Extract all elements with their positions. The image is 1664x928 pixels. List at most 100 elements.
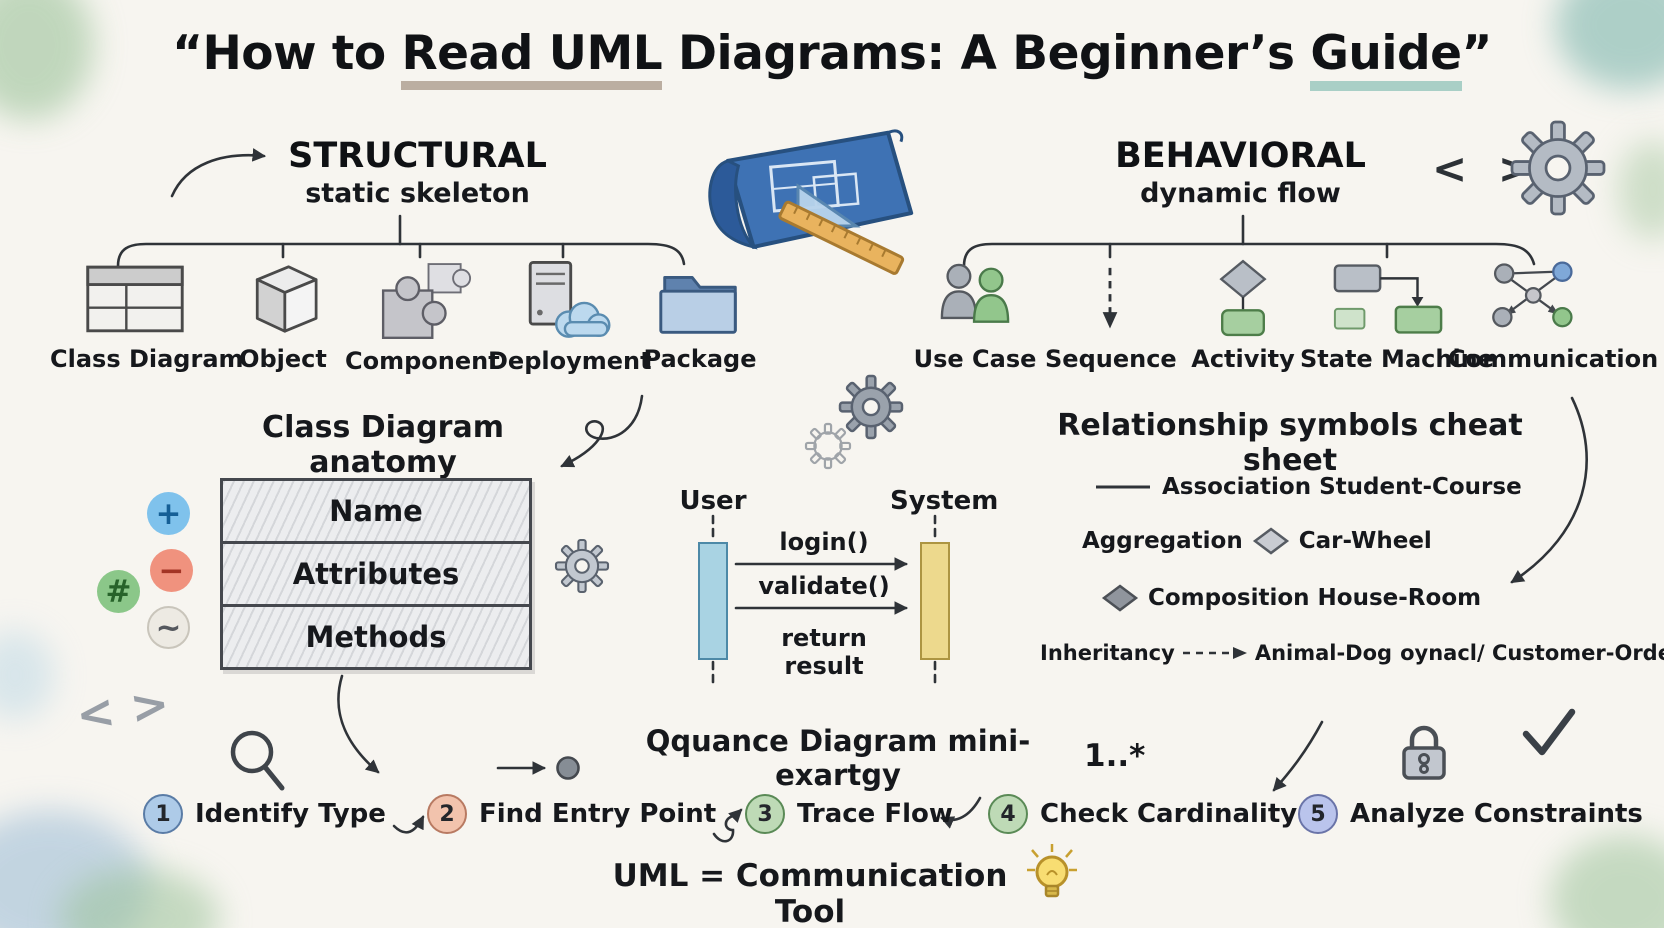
structural-heading: STRUCTURAL	[288, 136, 547, 176]
inheritance-example: Animal-Dog	[1254, 641, 1393, 665]
step-label: Analyze Constraints	[1350, 799, 1643, 829]
item-label: Object	[239, 345, 327, 373]
checkmark-icon	[1522, 708, 1576, 756]
step-label: Identify Type	[195, 799, 386, 829]
item-label: Activity	[1191, 345, 1295, 373]
aggregation-example: Car-Wheel	[1298, 528, 1432, 554]
message-validate: validate()	[758, 572, 890, 600]
network-nodes-icon	[1491, 261, 1573, 328]
curved-arrow-right	[1510, 396, 1588, 584]
diamond-flow-icon	[1219, 259, 1267, 337]
activation-bar-user	[698, 542, 728, 660]
gear-icon	[554, 538, 610, 594]
class-compartment-name: Name	[223, 481, 529, 544]
behavioral-section-header: BEHAVIORAL dynamic flow	[1098, 136, 1383, 209]
step-3: 3 Trace Flow	[745, 794, 953, 834]
step-connector-arrows	[392, 720, 1324, 843]
actors-icon	[940, 263, 1010, 323]
padlock-icon	[1402, 725, 1446, 780]
lightbulb-icon	[1027, 844, 1077, 898]
step-4: 4 Check Cardinality	[988, 794, 1297, 834]
step-label: Check Cardinality	[1040, 799, 1298, 829]
sequence-example-caption: Qquance Diagram mini-exartgy	[645, 724, 1031, 792]
message-login: login()	[779, 528, 869, 556]
footer-tagline: UML = Communication Tool	[612, 858, 1008, 928]
step-number-badge: 2	[427, 794, 467, 834]
association-text: Association Student-Course	[1162, 474, 1522, 500]
visibility-plus-badge: +	[147, 492, 190, 535]
structural-subtitle: static skeleton	[305, 178, 530, 209]
dashed-arrow-icon	[1102, 267, 1118, 329]
step-number-badge: 5	[1298, 794, 1338, 834]
title-post: ”	[1461, 26, 1493, 81]
sequence-lifelines	[711, 514, 937, 686]
lifeline-label-user: User	[679, 486, 747, 516]
title-pre: “How to	[172, 26, 402, 81]
behavioral-heading: BEHAVIORAL	[1115, 136, 1366, 176]
cardinality-annotation: 1..*	[1084, 738, 1146, 774]
composition-text: Composition House-Room	[1148, 585, 1482, 611]
structural-branch-bracket	[116, 214, 686, 268]
gear-icon	[804, 422, 852, 470]
item-label: State Machine	[1300, 345, 1495, 373]
class-compartment-attributes: Attributes	[223, 544, 529, 607]
class-box: Name Attributes Methods	[220, 478, 532, 670]
arrow-to-structural	[170, 148, 267, 198]
filled-diamond-icon	[1101, 584, 1139, 612]
class-diagram-icon	[86, 265, 184, 333]
item-label: Sequence	[1045, 345, 1177, 373]
step-label: Find Entry Point	[479, 799, 717, 829]
arrow-to-class-box	[560, 394, 644, 468]
class-compartment-methods: Methods	[305, 620, 447, 654]
item-label: Communication	[1448, 345, 1659, 373]
item-label: Package	[643, 345, 757, 373]
structural-item-deployment: Deployment	[488, 256, 652, 375]
blueprint-icon	[708, 129, 914, 275]
structural-item-class-diagram: Class Diagram	[50, 256, 244, 373]
behavioral-item-activity: Activity	[1173, 256, 1313, 373]
step-5: 5 Analyze Constraints	[1298, 794, 1643, 834]
visibility-tilde-badge: ~	[147, 606, 190, 649]
puzzle-icon	[381, 263, 472, 339]
magnifier-icon	[230, 730, 285, 791]
visibility-hash-badge: #	[97, 570, 140, 613]
title-highlight-guide: Guide	[1310, 26, 1462, 91]
visibility-minus-badge: −	[150, 549, 193, 592]
message-return-result: return result	[781, 624, 867, 680]
class-anatomy-heading: Class Diagram anatomy	[262, 410, 504, 480]
arrow-anatomy-to-steps	[337, 674, 380, 774]
lifeline-label-system: System	[890, 486, 999, 516]
dashed-inheritance-arrow-icon	[1182, 647, 1247, 659]
activation-bar-system	[920, 542, 950, 660]
cheat-row-aggregation: Aggregation Car-Wheel	[1082, 527, 1432, 555]
step-2: 2 Find Entry Point	[427, 794, 716, 834]
entry-point-symbol	[496, 756, 580, 780]
structural-item-object: Object	[213, 256, 353, 373]
step-number-badge: 1	[143, 794, 183, 834]
aggregation-label: Aggregation	[1082, 528, 1243, 554]
title-highlight-read-uml: Read UML	[401, 26, 663, 90]
ruler-icon	[778, 200, 905, 275]
inheritance-extra: oynacl/ Customer-Order	[1400, 641, 1664, 665]
behavioral-item-state-machine: State Machine	[1300, 256, 1495, 373]
cube-icon	[255, 265, 318, 333]
step-number-badge: 4	[988, 794, 1028, 834]
state-boxes-icon	[1333, 264, 1442, 334]
cheat-row-inheritance: Inheritancy Animal-Dog oynacl/ Customer-…	[1040, 641, 1664, 665]
item-label: Deployment	[488, 347, 652, 375]
item-label: Component	[345, 347, 500, 375]
inheritance-label: Inheritancy	[1040, 641, 1175, 665]
structural-item-component: Component	[345, 256, 500, 375]
cheat-row-composition: Composition House-Room	[1101, 584, 1482, 612]
cheat-sheet-heading: Relationship symbols cheat sheet	[1057, 408, 1523, 478]
cheat-row-association: Association Student-Course	[1094, 474, 1522, 500]
behavioral-item-communication: Communication	[1448, 256, 1659, 373]
association-line-icon	[1096, 485, 1150, 489]
step-label: Trace Flow	[797, 799, 953, 829]
sequence-message-arrows	[734, 557, 909, 615]
item-label: Use Case	[913, 345, 1037, 373]
behavioral-item-use-case: Use Case	[900, 256, 1050, 373]
structural-item-package: Package	[630, 256, 770, 373]
